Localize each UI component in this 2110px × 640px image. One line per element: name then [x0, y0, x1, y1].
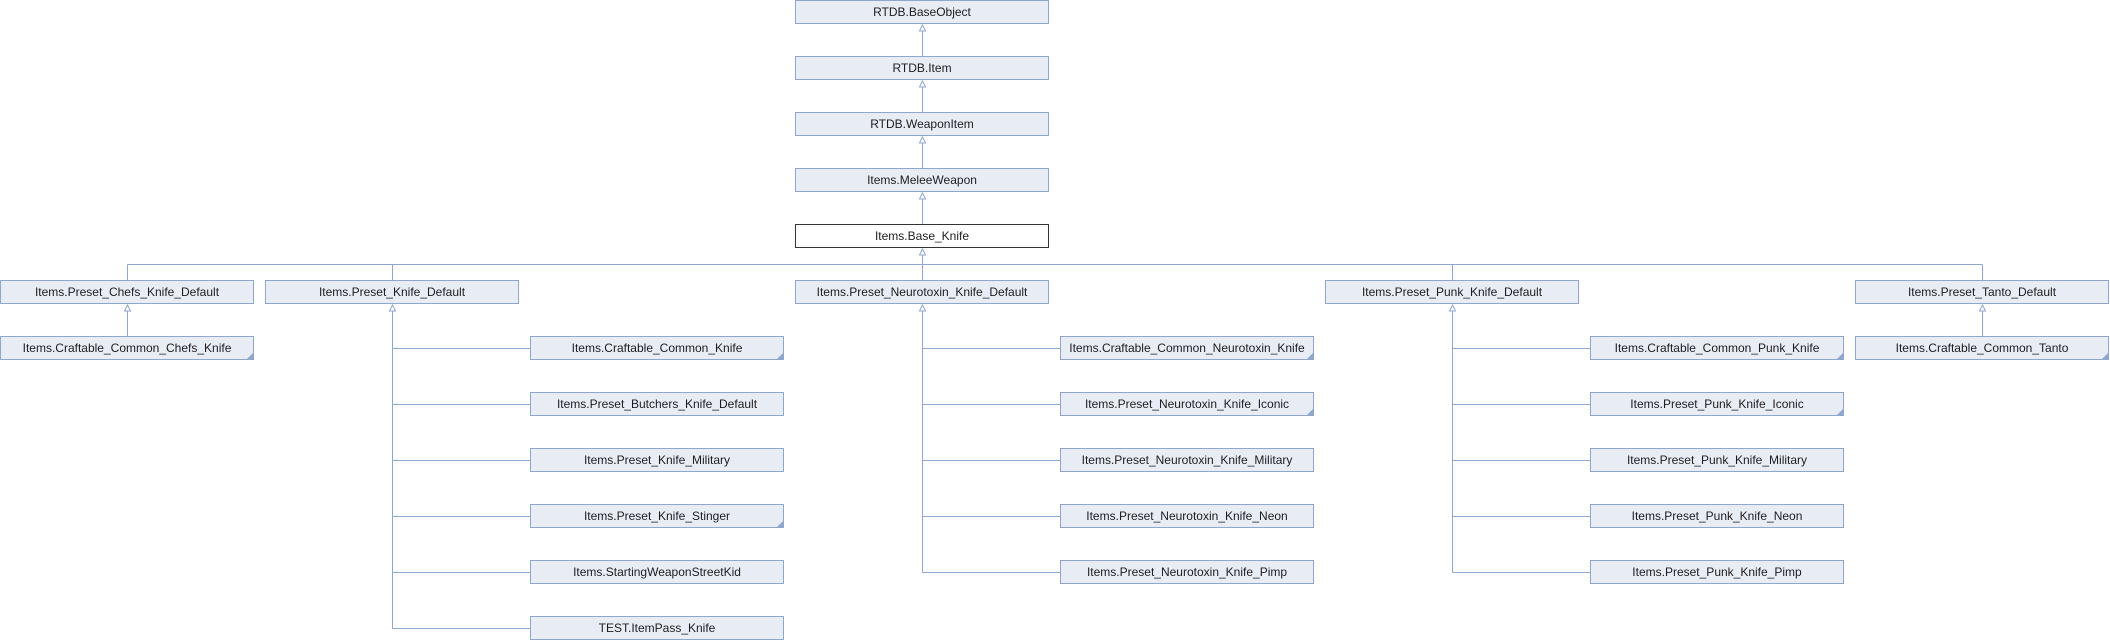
truncated-marker-icon [1307, 353, 1313, 359]
class-node-starting-streetkid[interactable]: Items.StartingWeaponStreetKid [530, 560, 784, 584]
class-node-punk-neon[interactable]: Items.Preset_Punk_Knife_Neon [1590, 504, 1844, 528]
truncated-marker-icon [777, 353, 783, 359]
class-node-melee-weapon[interactable]: Items.MeleeWeapon [795, 168, 1049, 192]
class-node-craft-tanto[interactable]: Items.Craftable_Common_Tanto [1855, 336, 2109, 360]
inheritance-arrow-icon [123, 303, 132, 312]
class-node-craft-chefs[interactable]: Items.Craftable_Common_Chefs_Knife [0, 336, 254, 360]
class-node-punk-pimp[interactable]: Items.Preset_Punk_Knife_Pimp [1590, 560, 1844, 584]
class-node-test-itempass[interactable]: TEST.ItemPass_Knife [530, 616, 784, 640]
truncated-marker-icon [247, 353, 253, 359]
class-node-base-object[interactable]: RTDB.BaseObject [795, 0, 1049, 24]
class-node-item[interactable]: RTDB.Item [795, 56, 1049, 80]
class-node-tanto-default[interactable]: Items.Preset_Tanto_Default [1855, 280, 2109, 304]
class-node-craft-knife[interactable]: Items.Craftable_Common_Knife [530, 336, 784, 360]
class-node-craft-punk[interactable]: Items.Craftable_Common_Punk_Knife [1590, 336, 1844, 360]
truncated-marker-icon [1837, 353, 1843, 359]
inheritance-arrow-icon [918, 247, 927, 256]
inheritance-arrow-icon [918, 135, 927, 144]
inheritance-arrow-icon [918, 79, 927, 88]
class-node-chefs-default[interactable]: Items.Preset_Chefs_Knife_Default [0, 280, 254, 304]
truncated-marker-icon [1837, 409, 1843, 415]
inheritance-arrow-icon [918, 191, 927, 200]
inheritance-arrow-icon [1978, 303, 1987, 312]
inheritance-arrow-icon [918, 23, 927, 32]
class-node-neuro-pimp[interactable]: Items.Preset_Neurotoxin_Knife_Pimp [1060, 560, 1314, 584]
truncated-marker-icon [1307, 409, 1313, 415]
class-node-craft-neuro[interactable]: Items.Craftable_Common_Neurotoxin_Knife [1060, 336, 1314, 360]
inheritance-arrow-icon [388, 303, 397, 312]
class-node-neuro-iconic[interactable]: Items.Preset_Neurotoxin_Knife_Iconic [1060, 392, 1314, 416]
class-node-neuro-neon[interactable]: Items.Preset_Neurotoxin_Knife_Neon [1060, 504, 1314, 528]
class-node-punk-military[interactable]: Items.Preset_Punk_Knife_Military [1590, 448, 1844, 472]
truncated-marker-icon [2102, 353, 2108, 359]
class-node-neuro-default[interactable]: Items.Preset_Neurotoxin_Knife_Default [795, 280, 1049, 304]
class-node-weapon-item[interactable]: RTDB.WeaponItem [795, 112, 1049, 136]
truncated-marker-icon [777, 521, 783, 527]
inheritance-arrow-icon [918, 303, 927, 312]
class-node-knife-stinger[interactable]: Items.Preset_Knife_Stinger [530, 504, 784, 528]
class-node-knife-military[interactable]: Items.Preset_Knife_Military [530, 448, 784, 472]
class-node-knife-default[interactable]: Items.Preset_Knife_Default [265, 280, 519, 304]
class-node-punk-default[interactable]: Items.Preset_Punk_Knife_Default [1325, 280, 1579, 304]
class-node-punk-iconic[interactable]: Items.Preset_Punk_Knife_Iconic [1590, 392, 1844, 416]
class-node-neuro-military[interactable]: Items.Preset_Neurotoxin_Knife_Military [1060, 448, 1314, 472]
class-node-butchers-default[interactable]: Items.Preset_Butchers_Knife_Default [530, 392, 784, 416]
class-node-base-knife[interactable]: Items.Base_Knife [795, 224, 1049, 248]
inheritance-arrow-icon [1448, 303, 1457, 312]
